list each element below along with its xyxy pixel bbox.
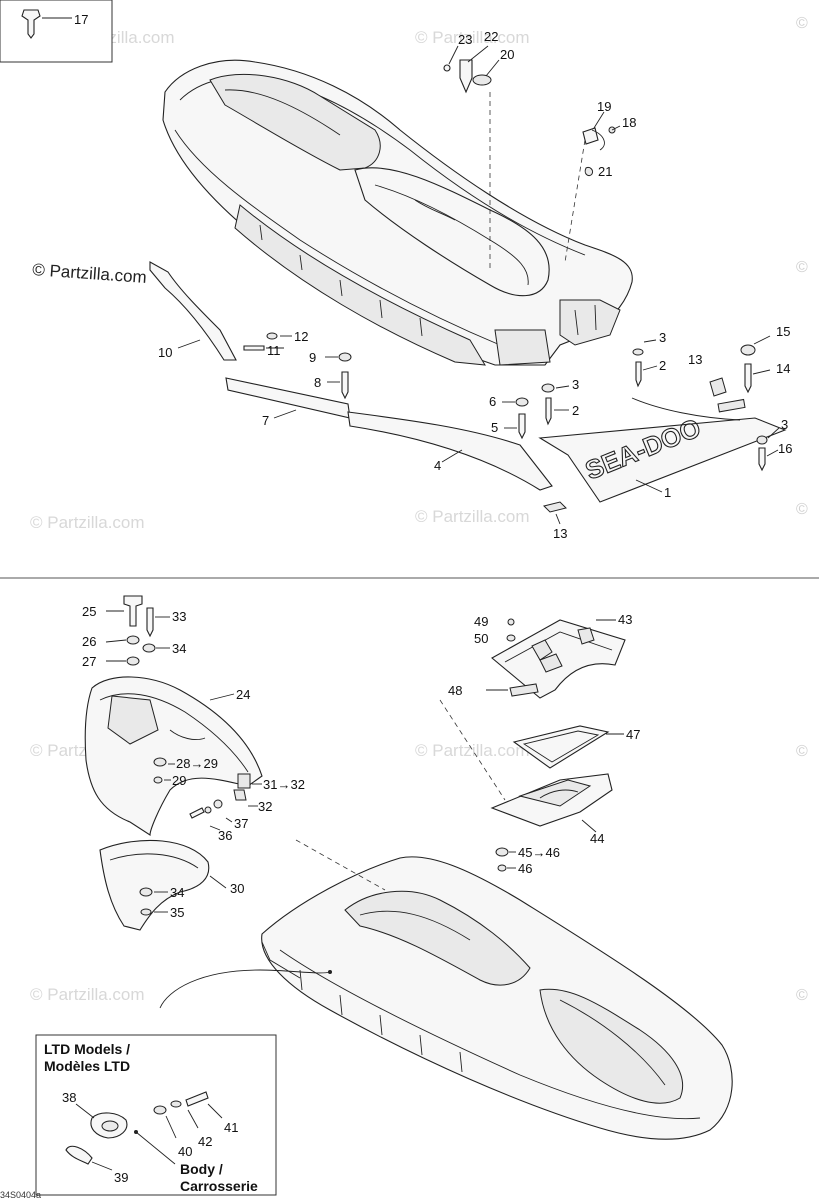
callout: 37	[234, 816, 248, 831]
callout: 29	[172, 773, 186, 788]
callout: 16	[778, 441, 792, 456]
callout: 3	[781, 417, 788, 432]
callout: 13	[688, 352, 702, 367]
callout: 3	[572, 377, 579, 392]
callout: 12	[294, 329, 308, 344]
callout: 11	[267, 343, 281, 358]
storage-bracket-43	[486, 618, 626, 699]
watermark: © Partzilla.com	[415, 28, 530, 47]
callout: 15	[776, 324, 790, 339]
screws-caps-right	[541, 335, 780, 525]
seat-base-30	[99, 839, 227, 931]
callout: 36	[218, 828, 232, 843]
callout: 50	[474, 631, 488, 646]
clip-inset	[0, 0, 113, 63]
callout: 46	[518, 861, 532, 876]
callout: 34	[170, 885, 184, 900]
callout: 25	[82, 604, 96, 619]
watermark: © Partzilla.com	[30, 513, 145, 532]
callout: 24	[236, 687, 250, 702]
callout: 9	[309, 350, 316, 365]
callout: 30	[230, 881, 244, 896]
callout: 28→29	[176, 756, 218, 771]
callout: 5	[491, 420, 498, 435]
callout: 19	[597, 99, 611, 114]
callout: 8	[314, 375, 321, 390]
screws-caps-left	[243, 332, 529, 440]
callouts-upper: 17 23 22 20 19 18 21 12 11 10 9 8 7 6 5 …	[74, 12, 792, 541]
latch-hardware	[153, 757, 262, 831]
callout: 47	[626, 727, 640, 742]
trim-strips	[149, 261, 553, 491]
body-label-fr: Carrosserie	[180, 1178, 258, 1194]
copyright-mark: ©	[796, 987, 808, 1004]
callout: 41	[224, 1120, 238, 1135]
bolt-stack	[105, 595, 170, 666]
callout: 21	[598, 164, 612, 179]
callout: 27	[82, 654, 96, 669]
body-label: Body /	[180, 1161, 223, 1177]
callout: 45→46	[518, 845, 560, 860]
watermark-main: © Partzilla.com	[32, 260, 148, 287]
lower-hull	[159, 699, 733, 1140]
callout: 49	[474, 614, 488, 629]
callout: 43	[618, 612, 632, 627]
callout: 3	[659, 330, 666, 345]
watermark: © Partzilla.com	[30, 985, 145, 1004]
copyright-mark: ©	[796, 743, 808, 760]
watermark: © Partzilla.com	[415, 507, 530, 526]
callout: 33	[172, 609, 186, 624]
top-bracket-hardware	[443, 45, 500, 94]
figure-code: 34S0404a	[0, 1190, 41, 1200]
callout: 42	[198, 1134, 212, 1149]
storage-tray-44	[490, 773, 613, 872]
callout: 20	[500, 47, 514, 62]
ltd-models-box: LTD Models / Modèles LTD 38 41 42 40 39 …	[35, 1034, 277, 1196]
callout: 31→32	[263, 777, 305, 792]
storage-lid-47	[512, 725, 624, 769]
watermark: © Partzilla.com	[415, 741, 530, 760]
callout: 2	[659, 358, 666, 373]
copyright-mark: ©	[796, 15, 808, 32]
copyright-mark: ©	[796, 501, 808, 518]
callout: 44	[590, 831, 604, 846]
ltd-frame	[35, 1034, 277, 1196]
callout: 38	[62, 1090, 76, 1105]
clip-fastener-icon	[21, 9, 41, 39]
callout: 35	[170, 905, 184, 920]
callout: 39	[114, 1170, 128, 1185]
callout: 4	[434, 458, 441, 473]
callout: 40	[178, 1144, 192, 1159]
callout: 26	[82, 634, 96, 649]
glove-box-cover	[84, 676, 263, 837]
callout: 32	[258, 799, 272, 814]
callout: 10	[158, 345, 172, 360]
callout: 14	[776, 361, 790, 376]
eyelet-hardware	[582, 111, 621, 177]
callout: 22	[484, 29, 498, 44]
callout: 23	[458, 32, 472, 47]
callouts-lower: 25 33 26 34 27 24 28→29 29 31→32 32 37 3…	[82, 604, 640, 920]
callout: 13	[553, 526, 567, 541]
callout: 6	[489, 394, 496, 409]
callout: 1	[664, 485, 671, 500]
callout: 7	[262, 413, 269, 428]
callout: 2	[572, 403, 579, 418]
inset-frame	[0, 0, 113, 63]
ltd-title: LTD Models /	[44, 1041, 130, 1057]
callout: 48	[448, 683, 462, 698]
copyright-mark: ©	[796, 259, 808, 276]
ltd-title-fr: Modèles LTD	[44, 1058, 130, 1074]
callout: 34	[172, 641, 186, 656]
callout: 17	[74, 12, 88, 27]
callout: 18	[622, 115, 636, 130]
upper-hull	[162, 59, 633, 366]
